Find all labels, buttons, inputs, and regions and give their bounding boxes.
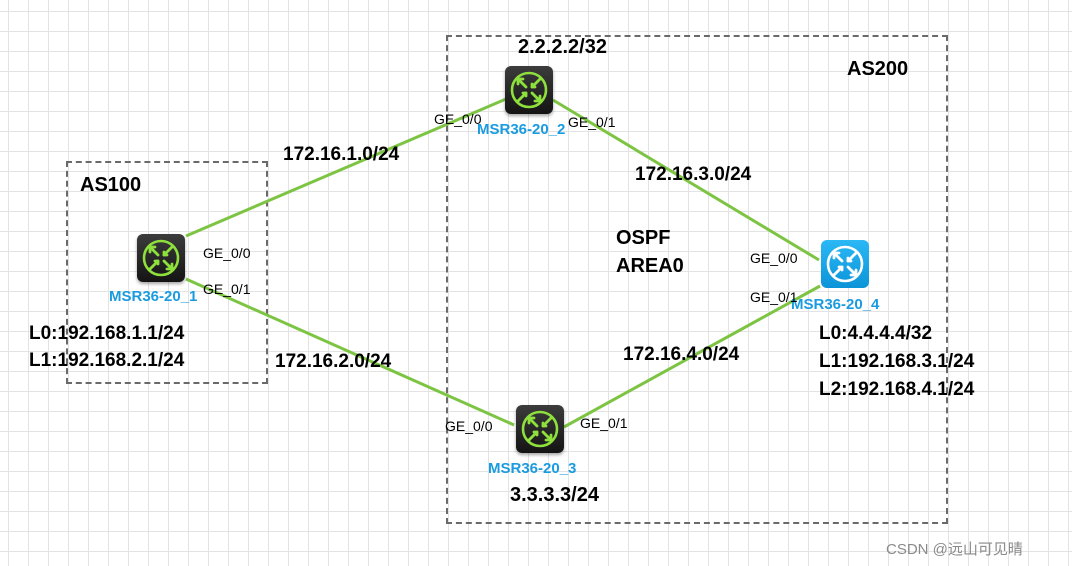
link-r1-r3[interactable]	[185, 277, 515, 427]
as100-label: AS100	[80, 174, 142, 196]
ospf-label: OSPF	[616, 227, 671, 249]
network-label-r1-r2: 172.16.1.0/24	[283, 144, 400, 165]
loopback-r2: 2.2.2.2/32	[518, 36, 607, 58]
port-label-r2-ge01: GE_0/1	[568, 114, 616, 130]
router-arrows-icon	[521, 410, 559, 448]
port-label-r4-ge00: GE_0/0	[750, 250, 798, 266]
as200-label: AS200	[847, 58, 909, 80]
port-label-r3-ge01: GE_0/1	[580, 415, 628, 431]
router-arrows-icon	[510, 71, 548, 109]
loopback-r3: 3.3.3.3/24	[510, 484, 599, 506]
address-r4-l1: L1:192.168.3.1/24	[819, 351, 975, 372]
link-r1-r2[interactable]	[185, 97, 507, 238]
router-name-r1: MSR36-20_1	[109, 288, 198, 305]
area0-label: AREA0	[616, 255, 684, 277]
network-label-r2-r4: 172.16.3.0/24	[635, 164, 752, 185]
address-r4-l2: L2:192.168.4.1/24	[819, 379, 975, 400]
address-r1-l0: L0:192.168.1.1/24	[29, 323, 185, 344]
router-name-r3: MSR36-20_3	[488, 460, 577, 477]
router-icon[interactable]	[505, 66, 553, 114]
link-r3-r4[interactable]	[563, 284, 821, 429]
port-label-r1-ge00: GE_0/0	[203, 245, 251, 261]
network-label-r3-r4: 172.16.4.0/24	[623, 344, 740, 365]
as100-boundary	[66, 161, 268, 384]
router-arrows-icon	[826, 245, 864, 283]
router-icon[interactable]	[137, 234, 185, 282]
port-label-r2-ge00: GE_0/0	[434, 111, 482, 127]
port-label-r1-ge01: GE_0/1	[203, 281, 251, 297]
address-r1-l1: L1:192.168.2.1/24	[29, 350, 185, 371]
router-icon[interactable]	[516, 405, 564, 453]
address-r4-l0: L0:4.4.4.4/32	[819, 323, 933, 344]
link-r2-r4[interactable]	[552, 98, 820, 262]
watermark: CSDN @远山可见晴	[886, 541, 1023, 558]
network-label-r1-r3: 172.16.2.0/24	[275, 351, 392, 372]
as200-boundary	[446, 35, 948, 524]
router-icon[interactable]	[821, 240, 869, 288]
router-name-r2: MSR36-20_2	[477, 121, 566, 138]
port-label-r4-ge01: GE_0/1	[750, 289, 798, 305]
router-arrows-icon	[142, 239, 180, 277]
router-name-r4: MSR36-20_4	[791, 296, 880, 313]
port-label-r3-ge00: GE_0/0	[445, 418, 493, 434]
